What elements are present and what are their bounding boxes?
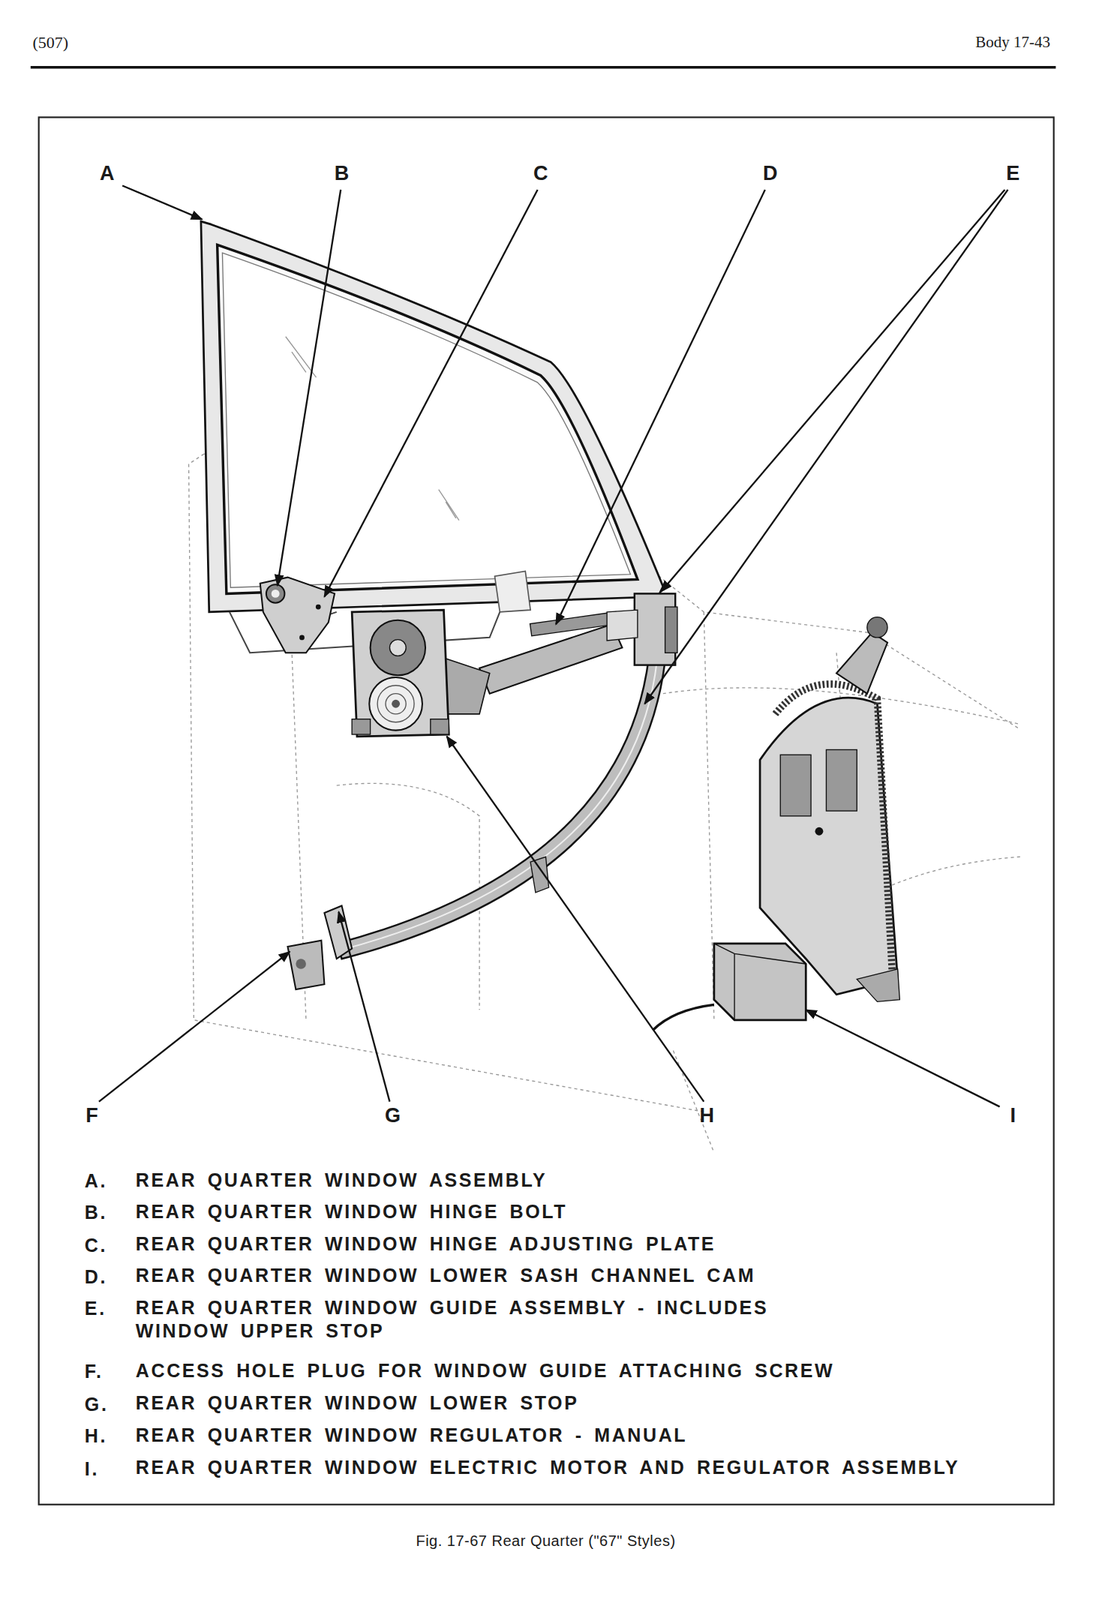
- window-assembly: [201, 221, 664, 653]
- hinge-plate: [260, 577, 335, 654]
- key-text: REAR QUARTER WINDOW GUIDE ASSEMBLY - INC…: [135, 1296, 805, 1343]
- key-letter: F.: [84, 1360, 104, 1383]
- key-text: REAR QUARTER WINDOW HINGE ADJUSTING PLAT…: [135, 1232, 716, 1256]
- figure-caption: Fig. 17-67 Rear Quarter ("67" Styles): [415, 1532, 676, 1550]
- callout-letter: F: [85, 1104, 99, 1128]
- electric-regulator: [652, 617, 900, 1031]
- key-text: REAR QUARTER WINDOW ASSEMBLY: [135, 1168, 547, 1193]
- callout-letter: B: [334, 162, 350, 186]
- figure-frame: [39, 117, 1054, 1505]
- key-letter: G.: [84, 1393, 109, 1416]
- key-letter: H.: [84, 1425, 108, 1448]
- leader-lines: [99, 185, 1009, 1107]
- key-letter: C.: [84, 1234, 108, 1257]
- key-text: REAR QUARTER WINDOW LOWER SASH CHANNEL C…: [135, 1264, 756, 1288]
- key-letter: A.: [84, 1170, 108, 1193]
- callout-letter: I: [1010, 1104, 1017, 1128]
- key-letter: I.: [84, 1458, 100, 1481]
- key-text: REAR QUARTER WINDOW LOWER STOP: [135, 1391, 580, 1415]
- key-letter: D.: [84, 1266, 108, 1289]
- header-rule: [30, 66, 1057, 69]
- callout-letter: C: [533, 162, 549, 186]
- window-guide: [287, 593, 677, 990]
- key-letter: E.: [84, 1297, 107, 1320]
- callout-letter: A: [99, 162, 115, 186]
- key-letter: B.: [84, 1201, 108, 1224]
- key-text: ACCESS HOLE PLUG FOR WINDOW GUIDE ATTACH…: [135, 1359, 835, 1383]
- callout-letter: G: [384, 1104, 401, 1128]
- key-text: REAR QUARTER WINDOW ELECTRIC MOTOR AND R…: [135, 1456, 960, 1480]
- key-text: REAR QUARTER WINDOW REGULATOR - MANUAL: [135, 1423, 688, 1448]
- callout-letter: D: [762, 162, 778, 186]
- section-header: Body 17-43: [975, 33, 1051, 52]
- key-text: REAR QUARTER WINDOW HINGE BOLT: [135, 1200, 568, 1224]
- callout-letter: E: [1005, 162, 1020, 186]
- page-number: (507): [33, 33, 70, 53]
- manual-regulator: [351, 609, 622, 737]
- callout-letter: H: [699, 1104, 715, 1128]
